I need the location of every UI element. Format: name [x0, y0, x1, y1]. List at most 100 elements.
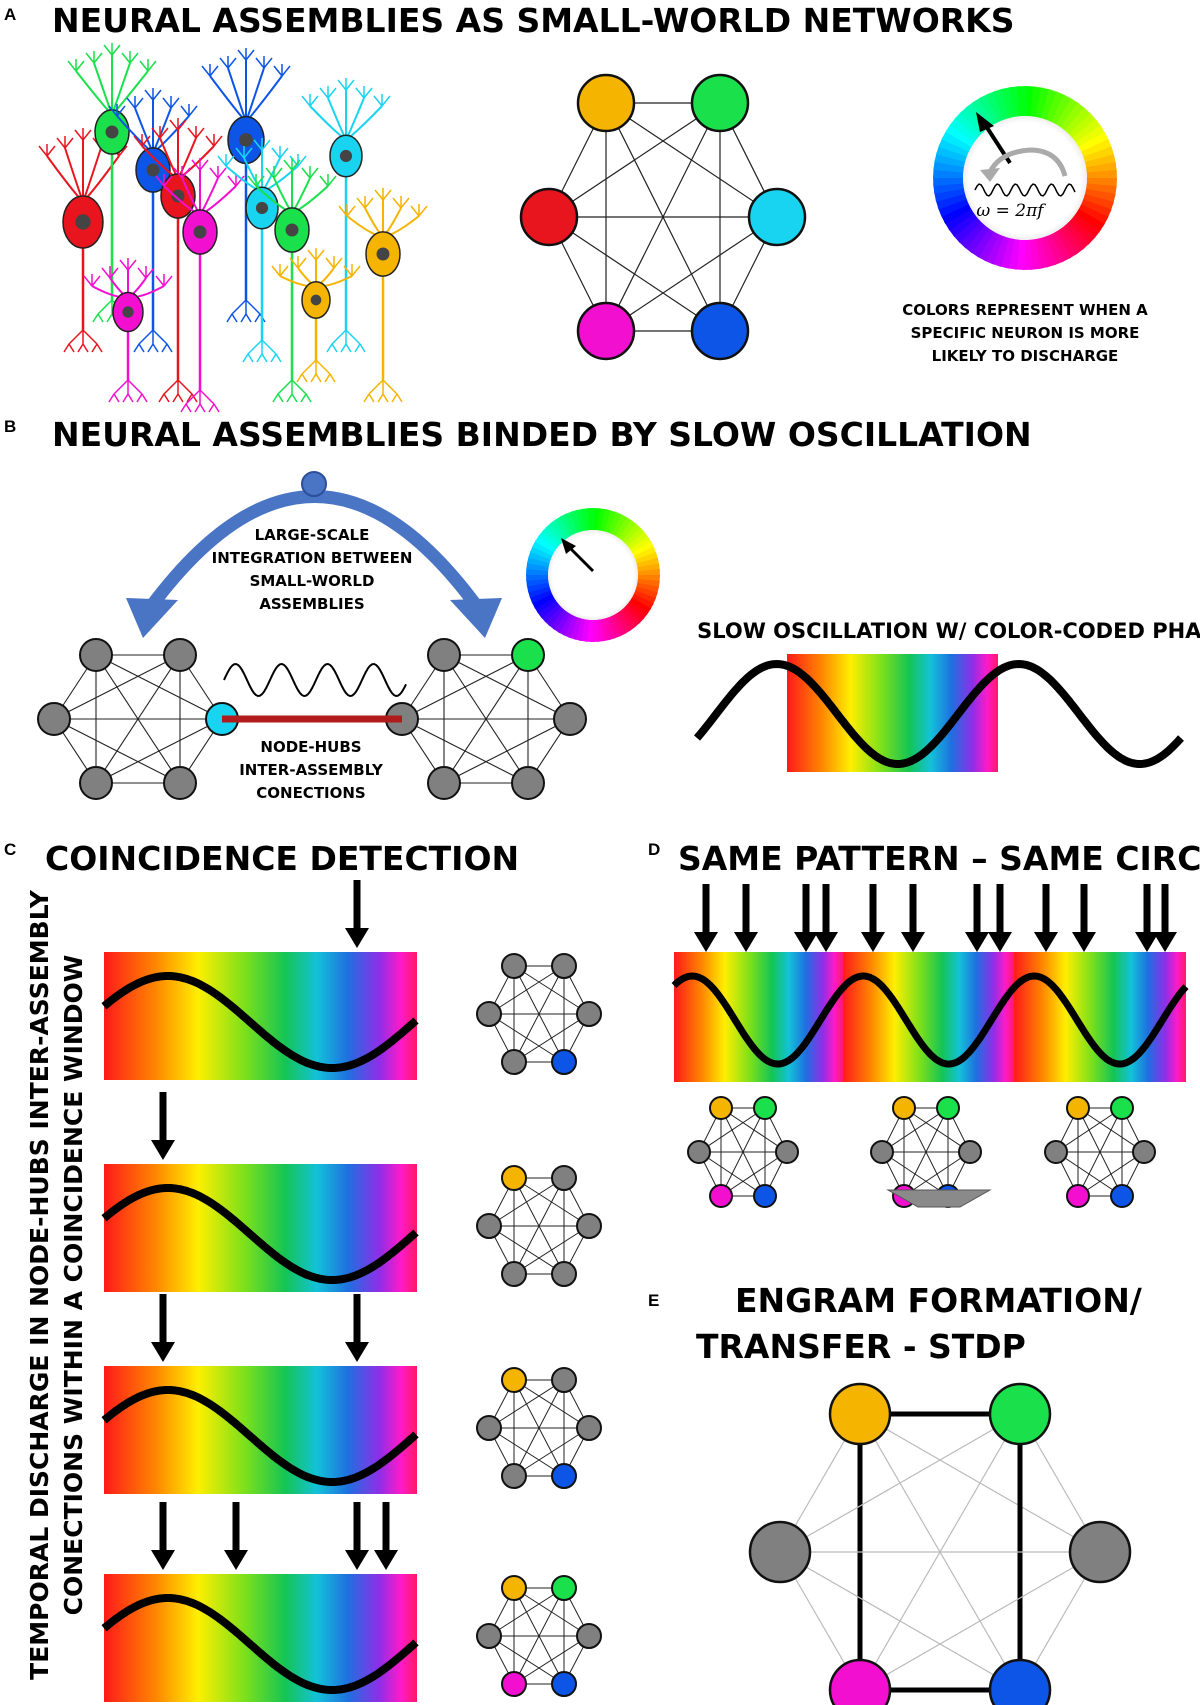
wheel-segment — [541, 526, 563, 547]
wheel-segment — [1082, 194, 1114, 212]
wheel-segment — [614, 611, 632, 634]
network-node — [551, 1463, 577, 1489]
network-node — [988, 1382, 1052, 1446]
wheel-segment — [983, 233, 1004, 265]
engram-network — [748, 1382, 1132, 1705]
network-node — [427, 766, 461, 800]
assembly-network-left — [37, 638, 239, 800]
network-node — [37, 702, 71, 736]
wheel-segment — [621, 523, 642, 545]
panel-c-side-title-line-2: CONECTIONS WITHIN A COINCIDENCE WINDOW — [59, 955, 88, 1616]
wheel-segment — [615, 516, 633, 539]
panel-e: E ENGRAM FORMATION/ TRANSFER - STDP — [648, 1281, 1143, 1705]
network-edges — [881, 1107, 971, 1197]
neuron — [133, 118, 223, 403]
wheel-segment — [563, 615, 578, 638]
network-node — [576, 1415, 602, 1441]
hub-label-line-1: NODE-HUBS — [260, 738, 361, 756]
network-node — [775, 1140, 799, 1164]
wheel-segment — [964, 224, 990, 254]
network-node — [551, 953, 577, 979]
wheel-segment — [603, 617, 616, 641]
neuron — [338, 188, 428, 403]
wheel-segment — [526, 573, 549, 581]
network-node — [892, 1096, 916, 1120]
network-node — [501, 1671, 527, 1697]
discharge-arrowhead-icon — [151, 1550, 175, 1570]
wheel-center — [963, 116, 1087, 240]
network-edge — [401, 718, 529, 784]
wheel-segment — [631, 541, 655, 558]
wheel-segment — [1022, 239, 1034, 270]
wheel-segment — [610, 613, 627, 637]
wheel-segment — [554, 516, 572, 539]
neuron — [247, 158, 337, 403]
network-node — [551, 1367, 577, 1393]
network-node — [476, 1623, 502, 1649]
network-edge — [443, 718, 571, 784]
network-edge — [720, 1151, 788, 1197]
coincidence-row — [101, 880, 602, 1080]
discharge-arrowhead-icon — [151, 1342, 175, 1362]
network-edge — [1055, 1107, 1123, 1153]
panel-e-label: E — [648, 1291, 659, 1310]
network-edge — [881, 1151, 949, 1197]
integration-label-line-4: ASSEMBLIES — [259, 595, 364, 613]
panel-d-title: SAME PATTERN – SAME CIRCUIT — [678, 839, 1200, 878]
network-edge — [779, 1551, 1021, 1691]
phase-band — [1014, 952, 1186, 1082]
color-coded-phase-band — [787, 654, 998, 772]
network-node — [501, 953, 527, 979]
panel-c-label: C — [4, 840, 16, 859]
wheel-segment — [937, 197, 969, 217]
network-edges — [53, 654, 223, 784]
hub-label-line-2: INTER-ASSEMBLY — [239, 761, 384, 779]
network-edge — [488, 1177, 565, 1227]
network-node — [828, 1382, 892, 1446]
network-node — [427, 638, 461, 672]
arc-arrowhead-right — [450, 598, 502, 638]
network-node — [1044, 1140, 1068, 1164]
network-node — [576, 301, 636, 361]
neuron — [155, 158, 245, 413]
network-edge — [488, 1379, 565, 1429]
wheel-segment — [626, 600, 648, 620]
network-node — [511, 766, 545, 800]
panel-d-label: D — [648, 840, 660, 859]
network-node — [870, 1140, 894, 1164]
panel-e-title-line-2: TRANSFER - STDP — [696, 1327, 1026, 1366]
discharge-arrowhead-icon — [988, 932, 1012, 952]
wheel-segment — [529, 589, 553, 604]
panel-b: B NEURAL ASSEMBLIES BINDED BY SLOW OSCIL… — [4, 415, 1200, 802]
wheel-segment — [1078, 132, 1110, 154]
wheel-segment — [634, 586, 658, 600]
network-edge — [698, 1151, 766, 1197]
phase-band — [674, 952, 843, 1082]
wheel-segment — [1074, 209, 1105, 233]
wheel-segment — [954, 111, 983, 139]
wheel-segment — [557, 613, 574, 636]
network-node — [501, 1049, 527, 1075]
wheel-segment — [531, 592, 555, 609]
network-node — [709, 1184, 733, 1208]
phase-color-wheel — [933, 86, 1117, 270]
wheel-segment — [1060, 102, 1086, 132]
network-node — [163, 638, 197, 672]
wheel-segment — [949, 117, 979, 143]
assembly-network-right — [385, 638, 587, 800]
wheel-segment — [629, 536, 652, 554]
coincidence-row — [101, 1294, 602, 1494]
wheel-segment — [979, 93, 1001, 125]
wheel-segment — [544, 605, 565, 627]
discharge-arrowhead-icon — [794, 932, 818, 952]
network-node — [1110, 1096, 1134, 1120]
network-node — [551, 1575, 577, 1601]
wheel-segment — [604, 510, 618, 534]
discharge-arrowhead-icon — [694, 932, 718, 952]
neuron — [83, 258, 173, 403]
coincidence-row — [101, 1502, 602, 1702]
network-edge — [605, 216, 778, 332]
network-edge — [488, 1013, 565, 1063]
network-edges — [488, 965, 590, 1063]
